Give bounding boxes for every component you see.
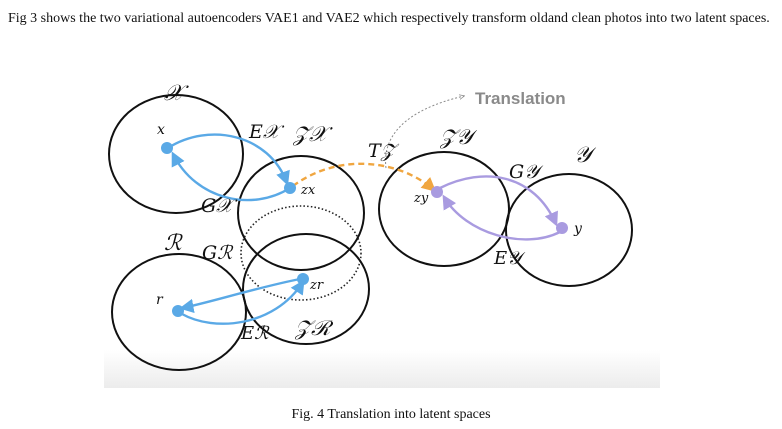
label-point-x: x [157, 122, 165, 138]
encoder-y-arrow [442, 194, 561, 241]
label-latent-zr: zr [309, 278, 324, 293]
circle-latent-zy [378, 151, 510, 267]
label-generator-y: G𝒴 [509, 161, 544, 183]
label-latent-zy: z𝑦 [413, 191, 429, 206]
label-latent-zx: z𝑥 [300, 183, 316, 198]
label-latent-r-space: 𝒵ℛ [294, 316, 334, 340]
encoder-r-arrow [181, 279, 305, 325]
label-domain-x: 𝒳 [164, 82, 189, 106]
generator-x-arrow [171, 151, 291, 202]
point-x [161, 142, 173, 154]
translation-pointer-arrow [385, 96, 464, 169]
mapping-t-arrow [292, 162, 437, 192]
intro-paragraph: Fig 3 shows the two variational autoenco… [8, 11, 770, 26]
circle-latent-zx [237, 155, 365, 271]
point-y [556, 222, 568, 234]
translation-figure: 𝒳 x E𝒳 𝒵𝒳 z𝑥 G𝒳 ℛ Gℛ zr r Eℛ 𝒵ℛ T𝒵 Trans… [104, 82, 660, 388]
label-latent-x-space: 𝒵𝒳 [292, 122, 333, 146]
label-latent-y-space: 𝒵𝒴 [439, 125, 478, 149]
label-encoder-r: Eℛ [240, 323, 270, 344]
encoder-x-arrow [167, 133, 290, 186]
generator-y-arrow [439, 175, 558, 227]
point-zr [297, 273, 309, 285]
point-zy [431, 186, 443, 198]
circle-latent-zr [242, 233, 370, 345]
label-generator-x: G𝒳 [201, 195, 238, 217]
label-generator-r: Gℛ [202, 242, 234, 264]
circle-domain-x [108, 94, 244, 214]
circle-domain-y [505, 173, 633, 287]
circle-domain-r [111, 253, 247, 371]
label-translation: Translation [475, 89, 566, 108]
label-point-r: r [156, 292, 164, 308]
label-encoder-y: E𝒴 [493, 248, 526, 269]
circle-overlap-dotted [240, 205, 362, 301]
point-zx [284, 182, 296, 194]
label-mapping-t: T𝒵 [368, 140, 400, 162]
translation-diagram: 𝒳 x E𝒳 𝒵𝒳 z𝑥 G𝒳 ℛ Gℛ zr r Eℛ 𝒵ℛ T𝒵 Trans… [104, 82, 660, 388]
figure-caption: Fig. 4 Translation into latent spaces [291, 407, 491, 422]
label-encoder-x: E𝒳 [248, 121, 285, 143]
label-point-y: y [573, 221, 583, 237]
generator-r-arrow [179, 277, 301, 314]
label-domain-y: 𝒴 [574, 143, 597, 168]
point-r [172, 305, 184, 317]
label-domain-r: ℛ [164, 231, 183, 256]
